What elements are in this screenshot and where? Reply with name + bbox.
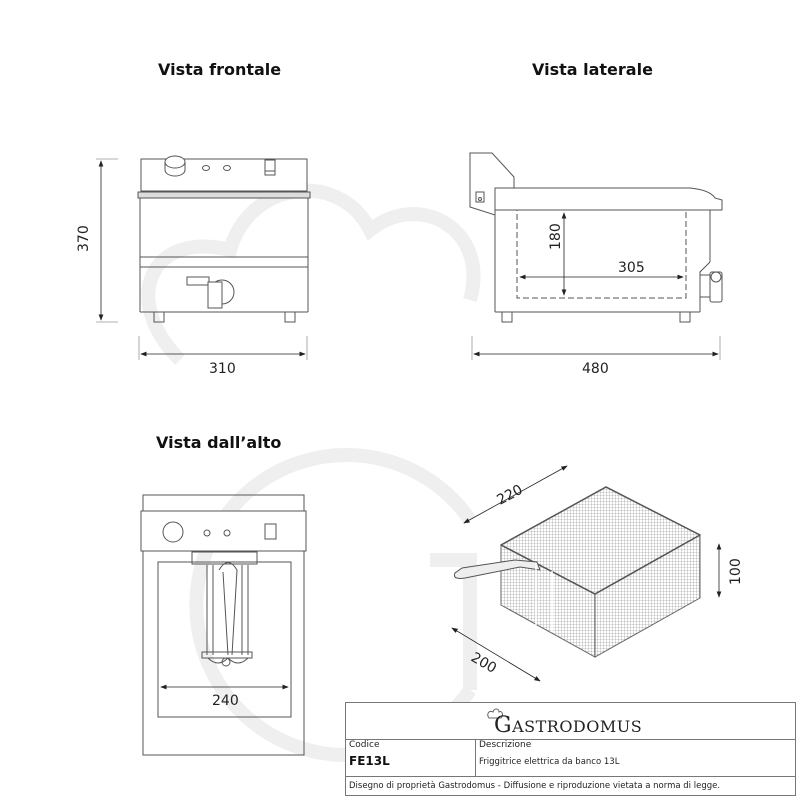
top-view-drawing (140, 494, 307, 756)
side-dimensions (471, 212, 721, 360)
top-tank-width-dim: 240 (212, 693, 239, 709)
description-value: Friggitrice elettrica da banco 13L (479, 757, 620, 767)
basket-drawing (454, 486, 702, 658)
brand-initial: G (494, 713, 513, 738)
top-view-title: Vista dall’alto (156, 433, 282, 452)
brand-rest: ASTRODOMUS (512, 717, 643, 736)
description-label: Descrizione (479, 740, 532, 750)
tank-length-dim: 305 (618, 260, 645, 276)
basket-dimensions (451, 465, 722, 682)
basket-height-dim: 100 (728, 558, 744, 585)
code-value: FE13L (349, 754, 390, 768)
title-block: GASTRODOMUS Codice FE13L Descrizione Fri… (345, 702, 796, 796)
code-cell: Codice FE13L (346, 739, 476, 777)
front-view-drawing (137, 155, 311, 323)
code-label: Codice (349, 740, 380, 750)
basket-length-dim: 220 (494, 482, 525, 509)
side-view-title: Vista laterale (532, 60, 653, 79)
front-height-dim: 370 (76, 225, 92, 252)
copyright-notice: Disegno di proprietà Gastrodomus - Diffu… (349, 781, 721, 791)
front-dimensions (96, 158, 308, 360)
brand-logo: GASTRODOMUS (346, 703, 795, 740)
chef-hat-icon (487, 708, 503, 719)
side-view-drawing (469, 152, 723, 323)
description-cell: Descrizione Friggitrice elettrica da ban… (476, 739, 795, 777)
front-width-dim: 310 (209, 361, 236, 377)
side-depth-dim: 480 (582, 361, 609, 377)
front-view-title: Vista frontale (158, 60, 282, 79)
tank-height-dim: 180 (548, 223, 564, 250)
